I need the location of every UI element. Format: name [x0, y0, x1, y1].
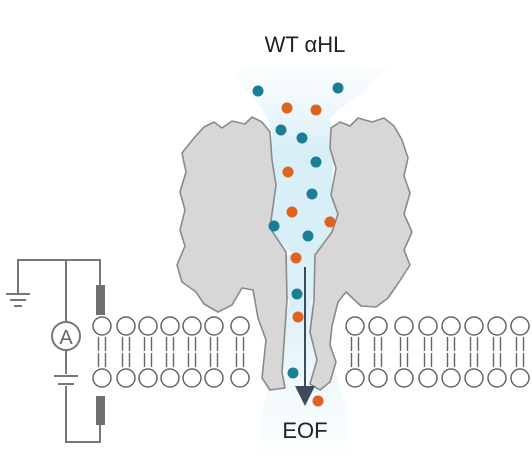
lipid-tails: [165, 337, 175, 367]
lipid-head: [116, 368, 136, 388]
electrode-top: [96, 285, 105, 315]
teal-molecule: [310, 156, 322, 168]
lipid-tails: [350, 337, 360, 367]
lipid-tails: [143, 337, 153, 367]
teal-molecule: [252, 85, 264, 97]
lipid-head: [138, 368, 158, 388]
lipid-head: [345, 368, 365, 388]
electrical-circuit: A: [6, 259, 105, 443]
lipid-tails: [121, 337, 131, 367]
lipid-tails: [235, 337, 245, 367]
teal-molecule: [291, 288, 303, 300]
lipid-head: [394, 368, 414, 388]
teal-molecule: [296, 132, 308, 144]
lipid-tails: [399, 337, 409, 367]
lipid-head: [464, 368, 484, 388]
lipid-head: [418, 368, 438, 388]
lipid-head: [418, 316, 438, 336]
orange-molecule: [281, 102, 293, 114]
teal-molecule: [302, 230, 314, 242]
lipid-head: [345, 316, 365, 336]
analyte-molecules: [252, 82, 344, 407]
lipid-head: [368, 368, 388, 388]
lipid-head: [116, 316, 136, 336]
orange-molecule: [312, 395, 324, 407]
bottom-glow-area: [255, 300, 350, 450]
ground-icon: [6, 293, 30, 307]
lipid-tails: [97, 337, 107, 367]
circuit-wire-battery-down: [65, 386, 101, 443]
ammeter-icon: [51, 321, 81, 351]
lipid-head: [204, 316, 224, 336]
orange-molecule: [286, 206, 298, 218]
orange-molecule: [292, 311, 304, 323]
lipid-head: [441, 316, 461, 336]
lipid-head: [230, 368, 250, 388]
lipid-tails: [515, 337, 525, 367]
lipid-head: [92, 368, 112, 388]
ammeter-label: A: [59, 327, 73, 349]
lipid-tails: [446, 337, 456, 367]
mid-glow-area: [285, 255, 320, 300]
lipid-tails: [187, 337, 197, 367]
pore-title: WT αHL: [265, 32, 346, 57]
orange-molecule: [324, 216, 336, 228]
lipid-tails: [373, 337, 383, 367]
lipid-head: [510, 316, 530, 336]
lipid-head: [394, 316, 414, 336]
lipid-tails: [469, 337, 479, 367]
pore-left-half: [176, 116, 288, 391]
lipid-head: [510, 368, 530, 388]
electrode-bottom: [96, 396, 105, 425]
lipid-head: [441, 368, 461, 388]
teal-molecule: [306, 188, 318, 200]
lipid-head: [182, 368, 202, 388]
teal-molecule: [332, 82, 344, 94]
lipid-head: [487, 368, 507, 388]
lipid-head: [204, 368, 224, 388]
lipid-head: [160, 316, 180, 336]
lipid-head: [92, 316, 112, 336]
alpha-hemolysin-pore: [176, 116, 413, 391]
teal-molecule: [268, 220, 280, 232]
lipid-tails: [492, 337, 502, 367]
orange-molecule: [290, 252, 302, 264]
lipid-head: [138, 316, 158, 336]
lipid-head: [160, 368, 180, 388]
teal-molecule: [275, 124, 287, 136]
eof-label: EOF: [282, 418, 327, 443]
teal-molecule: [287, 367, 299, 379]
lipid-head: [487, 316, 507, 336]
orange-molecule: [310, 104, 322, 116]
orange-molecule: [282, 166, 294, 178]
lipid-tails: [423, 337, 433, 367]
lipid-head: [230, 316, 250, 336]
lipid-head: [368, 316, 388, 336]
lipid-tails: [209, 337, 219, 367]
lipid-head: [464, 316, 484, 336]
lipid-bilayer: [92, 316, 530, 388]
circuit-wire-top: [17, 259, 101, 293]
lipid-head: [182, 316, 202, 336]
pore-right-half: [309, 117, 413, 391]
